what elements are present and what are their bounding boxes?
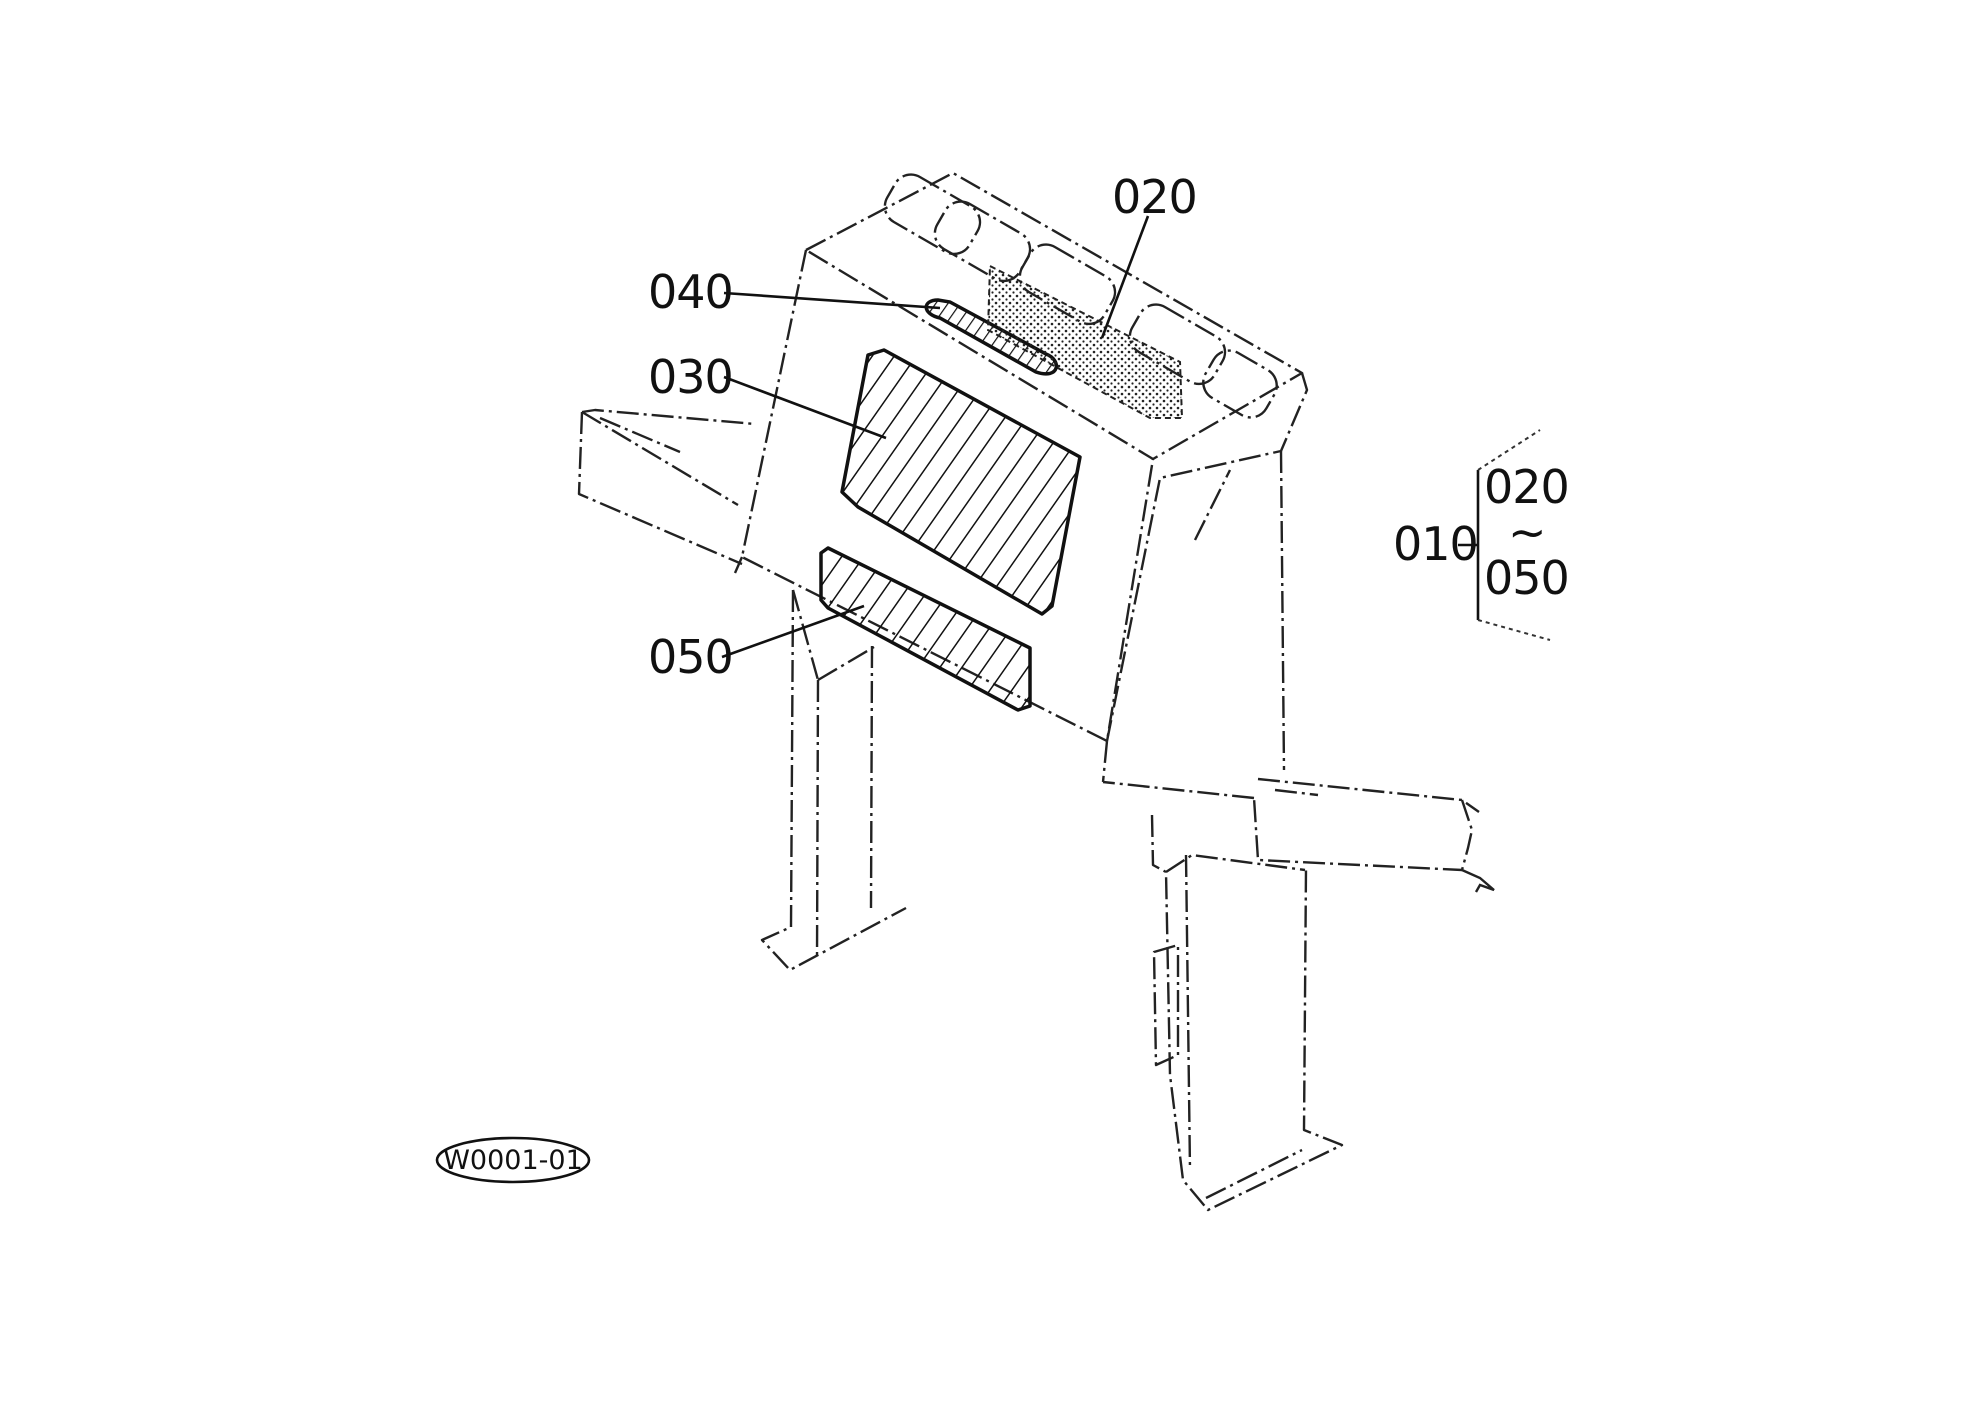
machine-frame <box>577 171 1495 1212</box>
diagram-code: W0001-01 <box>443 1145 583 1176</box>
decal-050 <box>819 546 1032 712</box>
leader-lines <box>721 215 1478 659</box>
range-from-label: 020 <box>1484 460 1569 514</box>
callout-030: 030 <box>648 350 733 404</box>
diagram-code-badge: W0001-01 <box>435 1136 591 1184</box>
assembly-group: 010 020 ~ 050 <box>1393 429 1570 641</box>
decal-020 <box>986 264 1184 419</box>
callout-040: 040 <box>648 265 733 319</box>
range-separator: ~ <box>1508 505 1546 559</box>
callout-020: 020 <box>1112 170 1197 224</box>
callout-010: 010 <box>1393 517 1478 571</box>
range-to-label: 050 <box>1484 551 1569 605</box>
decal-030 <box>840 348 1082 616</box>
callout-050: 050 <box>648 630 733 684</box>
